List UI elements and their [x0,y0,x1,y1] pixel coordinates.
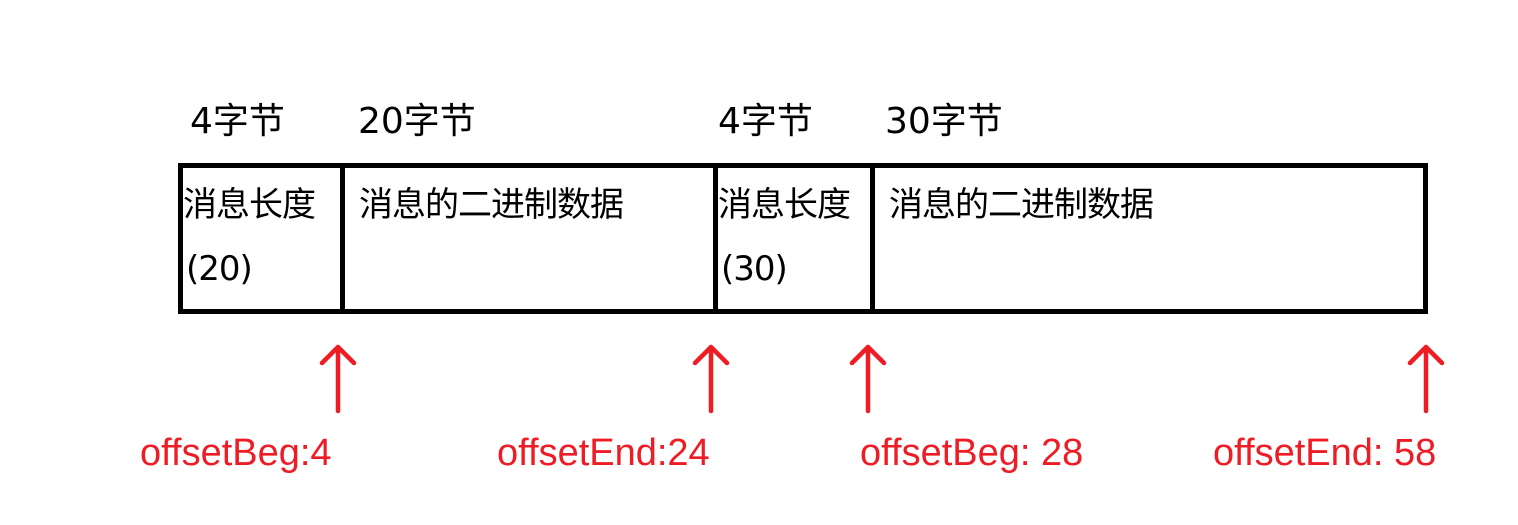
size-label-length-2: 4字节 [718,101,813,142]
size-label-length-1: 4字节 [190,101,285,142]
segment-length-2: 消息长度 (30) [718,168,875,309]
up-arrow-icon [1406,343,1446,415]
up-arrow-icon [318,343,358,415]
segment-length-1-title: 消息长度 [183,185,316,225]
offset-label-end-2: offsetEnd: 58 [1213,432,1437,474]
segment-data-2: 消息的二进制数据 [875,168,1423,309]
segment-data-2-title: 消息的二进制数据 [889,185,1154,225]
message-strip: 消息长度 (20) 消息的二进制数据 消息长度 (30) 消息的二进制数据 [178,163,1428,314]
offset-label-begin-1: offsetBeg:4 [140,432,332,474]
size-label-data-1: 20字节 [358,101,476,142]
segment-length-1-value: (20) [186,249,253,289]
up-arrow-icon [848,343,888,415]
segment-length-1: 消息长度 (20) [183,168,345,309]
up-arrow-icon [691,343,731,415]
segment-data-1-title: 消息的二进制数据 [359,185,624,225]
size-label-data-2: 30字节 [885,101,1003,142]
segment-length-2-title: 消息长度 [718,185,851,225]
segment-length-2-value: (30) [721,249,788,289]
offset-label-end-1: offsetEnd:24 [497,432,710,474]
segment-data-1: 消息的二进制数据 [345,168,718,309]
offset-label-begin-2: offsetBeg: 28 [860,432,1084,474]
